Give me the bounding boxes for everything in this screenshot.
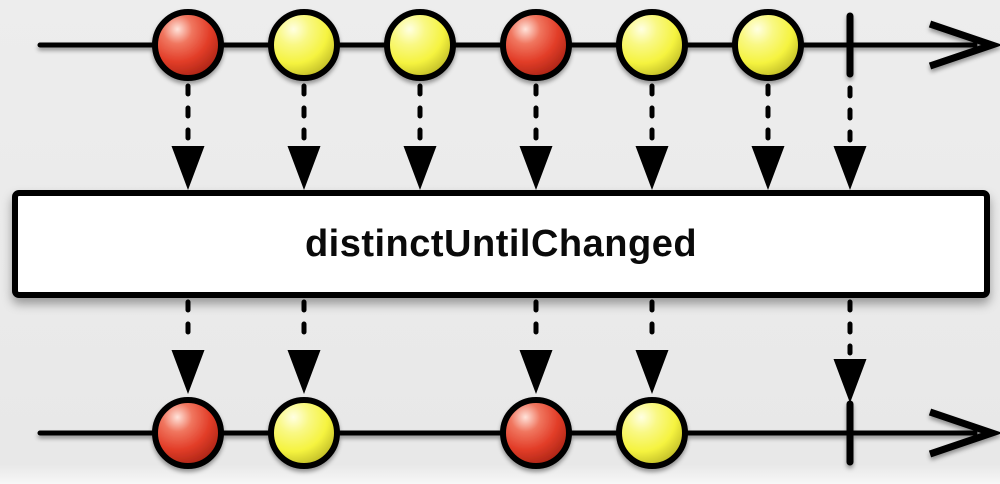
arrowhead-icon xyxy=(751,146,785,190)
arrowhead-icon xyxy=(287,350,321,394)
arrowhead-icon xyxy=(171,146,205,190)
input-marble-5 xyxy=(732,9,804,81)
output-timeline-arrowhead-icon xyxy=(928,408,1000,458)
input-emission-arrow-2 xyxy=(403,83,437,190)
output-emission-arrow-1 xyxy=(287,299,321,394)
input-emission-arrow-0 xyxy=(171,83,205,190)
arrowhead-icon xyxy=(635,146,669,190)
output-emission-arrow-0 xyxy=(171,299,205,394)
arrowhead-icon xyxy=(519,350,553,394)
output-marble-2 xyxy=(500,397,572,469)
input-complete-arrow xyxy=(833,85,867,190)
input-emission-arrow-5 xyxy=(751,83,785,190)
input-marble-1 xyxy=(268,9,340,81)
output-complete-arrow xyxy=(833,299,867,403)
arrowhead-icon xyxy=(833,146,867,190)
input-emission-arrow-1 xyxy=(287,83,321,190)
input-stream xyxy=(37,9,1000,81)
operator-label: distinctUntilChanged xyxy=(304,222,698,265)
arrowhead-icon xyxy=(635,350,669,394)
input-marble-4 xyxy=(616,9,688,81)
output-emission-arrows xyxy=(171,299,867,403)
input-marble-2 xyxy=(384,9,456,81)
output-marble-3 xyxy=(616,397,688,469)
output-marble-1 xyxy=(268,397,340,469)
input-emission-arrow-3 xyxy=(519,83,553,190)
arrowhead-icon xyxy=(171,350,205,394)
arrowhead-icon xyxy=(833,359,867,403)
arrowhead-icon xyxy=(403,146,437,190)
input-marble-0 xyxy=(152,9,224,81)
operator-box: distinctUntilChanged xyxy=(12,190,990,298)
output-emission-arrow-2 xyxy=(519,299,553,394)
input-marble-3 xyxy=(500,9,572,81)
input-emission-arrows xyxy=(171,83,867,190)
output-stream xyxy=(37,397,1000,469)
output-marble-0 xyxy=(152,397,224,469)
input-timeline-arrowhead-icon xyxy=(928,20,1000,70)
output-emission-arrow-3 xyxy=(635,299,669,394)
input-emission-arrow-4 xyxy=(635,83,669,190)
arrowhead-icon xyxy=(519,146,553,190)
arrowhead-icon xyxy=(287,146,321,190)
